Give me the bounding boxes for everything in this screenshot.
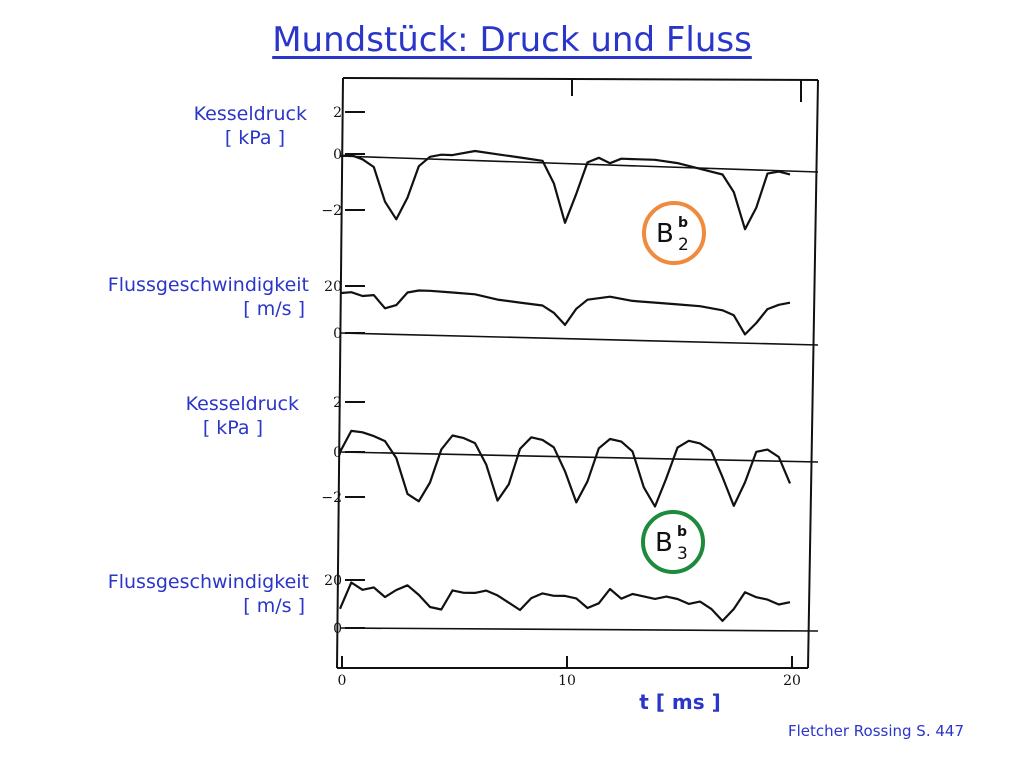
- y-tick-label-pressure_B3-0: 2: [333, 395, 342, 411]
- slide-title: Mundstück: Druck und Fluss: [272, 20, 752, 60]
- x-tick-label-1: 10: [558, 673, 576, 689]
- y-tick-label-pressure_B3-1: 0: [333, 445, 342, 461]
- flow-label-1: Flussgeschwindigkeit [ m/s ]: [108, 273, 309, 321]
- y-tick-label-pressure_B2-1: 0: [333, 147, 342, 163]
- baseline-pressure_B2: [339, 155, 819, 173]
- badge-ring-0: [642, 201, 706, 265]
- series-line-flow_B2: [339, 289, 791, 336]
- y-tick-label-flow_B2-1: 0: [333, 326, 342, 342]
- source-credit: Fletcher Rossing S. 447: [787, 722, 964, 740]
- pressure-unit-1: [ kPa ]: [224, 127, 285, 149]
- series-line-pressure_B2: [339, 149, 791, 231]
- flow-label-2: Flussgeschwindigkeit [ m/s ]: [108, 570, 309, 618]
- baseline-pressure_B3: [339, 451, 819, 463]
- badge-ring-1: [641, 510, 705, 574]
- series-line-pressure_B3: [339, 429, 792, 508]
- x-tick-label-0: 0: [338, 673, 347, 689]
- pressure-unit-2: [ kPa ]: [202, 417, 263, 439]
- baseline-flow_B3: [339, 627, 819, 632]
- plot-right-border: [807, 79, 819, 669]
- y-tick-label-pressure_B2-0: 2: [333, 105, 342, 121]
- plot-left-border: [336, 77, 344, 669]
- y-tick-label-flow_B3-1: 0: [333, 621, 342, 637]
- pressure-name-2: Kesseldruck: [185, 393, 299, 415]
- flow-name-2: Flussgeschwindigkeit: [107, 571, 309, 593]
- badge-sup-0: b: [678, 215, 688, 231]
- badge-sub-0: 2: [678, 235, 689, 255]
- baseline-flow_B2: [339, 332, 819, 346]
- flow-name-1: Flussgeschwindigkeit: [107, 274, 309, 296]
- y-tick-label-flow_B3-0: 20: [324, 573, 342, 589]
- flow-unit-1: [ m/s ]: [243, 298, 305, 320]
- badge-letter-1: B: [655, 528, 673, 558]
- x-axis-title: t [ ms ]: [639, 690, 721, 714]
- pressure-name-1: Kesseldruck: [193, 103, 307, 125]
- y-tick-label-pressure_B2-2: −2: [321, 203, 342, 219]
- y-tick-label-pressure_B3-2: −2: [321, 490, 342, 506]
- badge-sub-1: 3: [677, 544, 688, 564]
- flow-unit-2: [ m/s ]: [243, 595, 305, 617]
- series-line-flow_B3: [338, 581, 791, 622]
- badge-sup-1: b: [677, 524, 687, 540]
- pressure-label-1: Kesseldruck [ kPa ]: [194, 102, 307, 150]
- y-tick-label-flow_B2-0: 20: [324, 279, 342, 295]
- badge-letter-0: B: [656, 219, 674, 249]
- x-tick-label-2: 20: [783, 673, 801, 689]
- pressure-label-2: Kesseldruck [ kPa ]: [186, 392, 299, 440]
- plot-top-border: [342, 77, 819, 81]
